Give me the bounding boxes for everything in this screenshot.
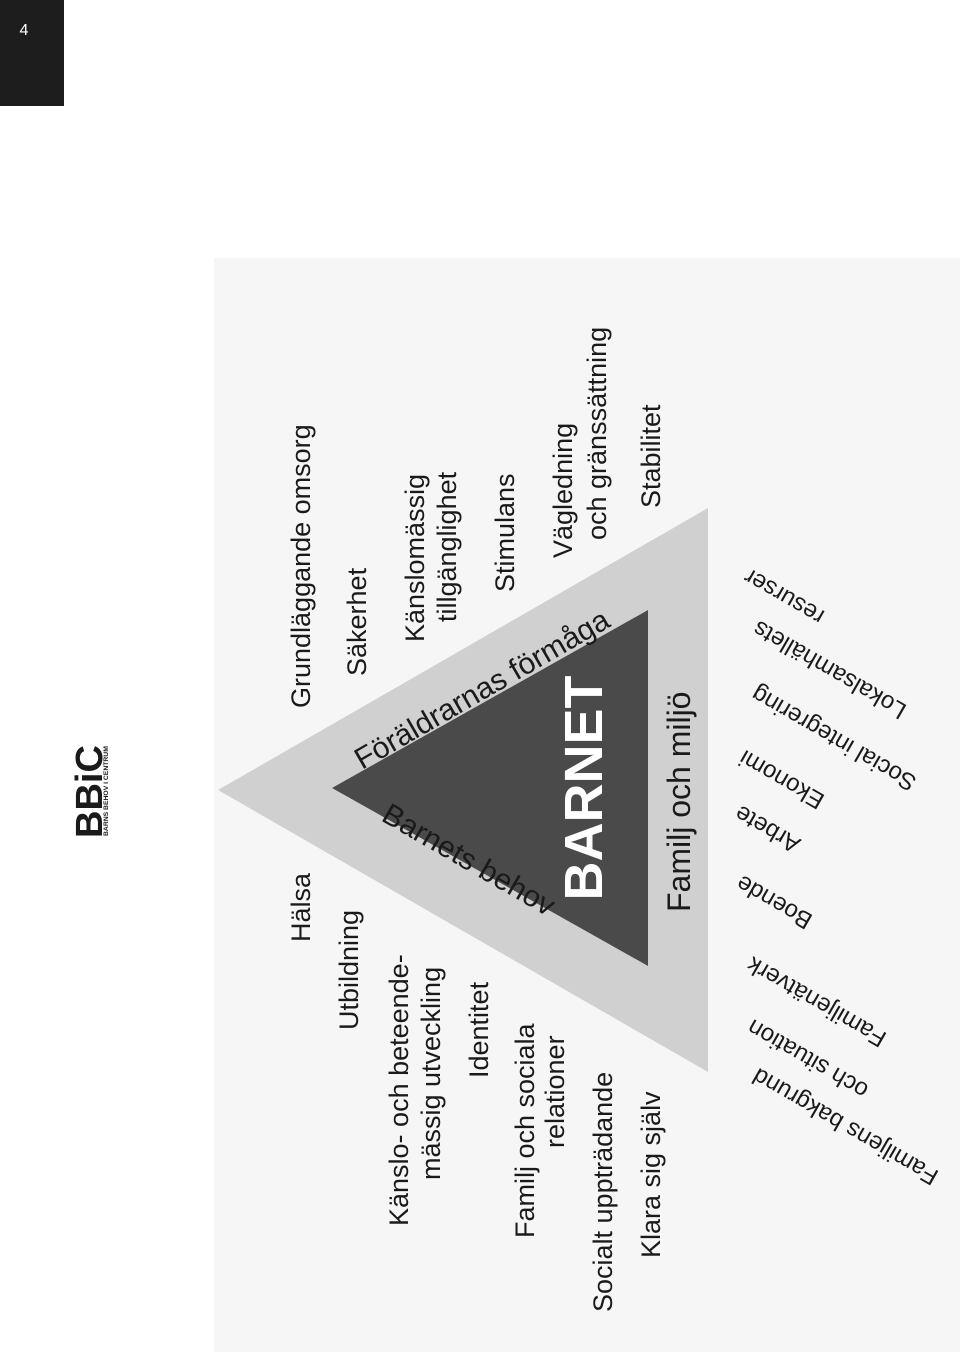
- parents-item: Säkerhet: [342, 567, 372, 676]
- parents-item: Stabilitet: [636, 404, 666, 508]
- needs-item: Klara sig själv: [636, 1091, 666, 1258]
- family-item: Boende: [732, 869, 817, 934]
- inner-triangle: [332, 610, 648, 966]
- needs-item: Familj och sociala: [510, 1022, 540, 1238]
- parents-item: och gränssättning: [582, 327, 612, 540]
- needs-item: Hälsa: [286, 872, 316, 942]
- needs-item: Identitet: [464, 981, 494, 1078]
- needs-item: Utbildning: [334, 910, 364, 1030]
- diagram-area: BARNET Föräldrarnas förmåga Barnets beho…: [214, 258, 960, 1352]
- family-item: resurser: [739, 563, 829, 630]
- logo-mark: BBiC: [69, 745, 110, 838]
- needs-item: mässig utveckling: [416, 967, 446, 1180]
- parents-item: Vägledning: [548, 423, 578, 558]
- needs-item: Känslo- och beteende-: [384, 954, 414, 1226]
- parents-item: Stimulans: [490, 473, 520, 592]
- center-label: BARNET: [554, 675, 614, 900]
- logo-tagline: BARNS BEHOV I CENTRUM: [103, 746, 110, 836]
- needs-item: Socialt uppträdande: [588, 1072, 618, 1312]
- side-family-label: Familj och miljö: [661, 692, 697, 912]
- parents-item: Känslomässig: [400, 474, 430, 642]
- parents-item: Grundläggande omsorg: [286, 424, 316, 708]
- needs-item: relationer: [540, 1035, 570, 1148]
- bbic-triangle-diagram: BARNET Föräldrarnas förmåga Barnets beho…: [218, 327, 943, 1312]
- parents-item: tillgänglighet: [432, 471, 462, 622]
- page-number: 4: [19, 22, 29, 39]
- family-item: Arbete: [730, 799, 805, 858]
- bbic-logo: BBiC BARNS BEHOV I CENTRUM: [69, 745, 110, 838]
- page-number-tab: [0, 0, 64, 106]
